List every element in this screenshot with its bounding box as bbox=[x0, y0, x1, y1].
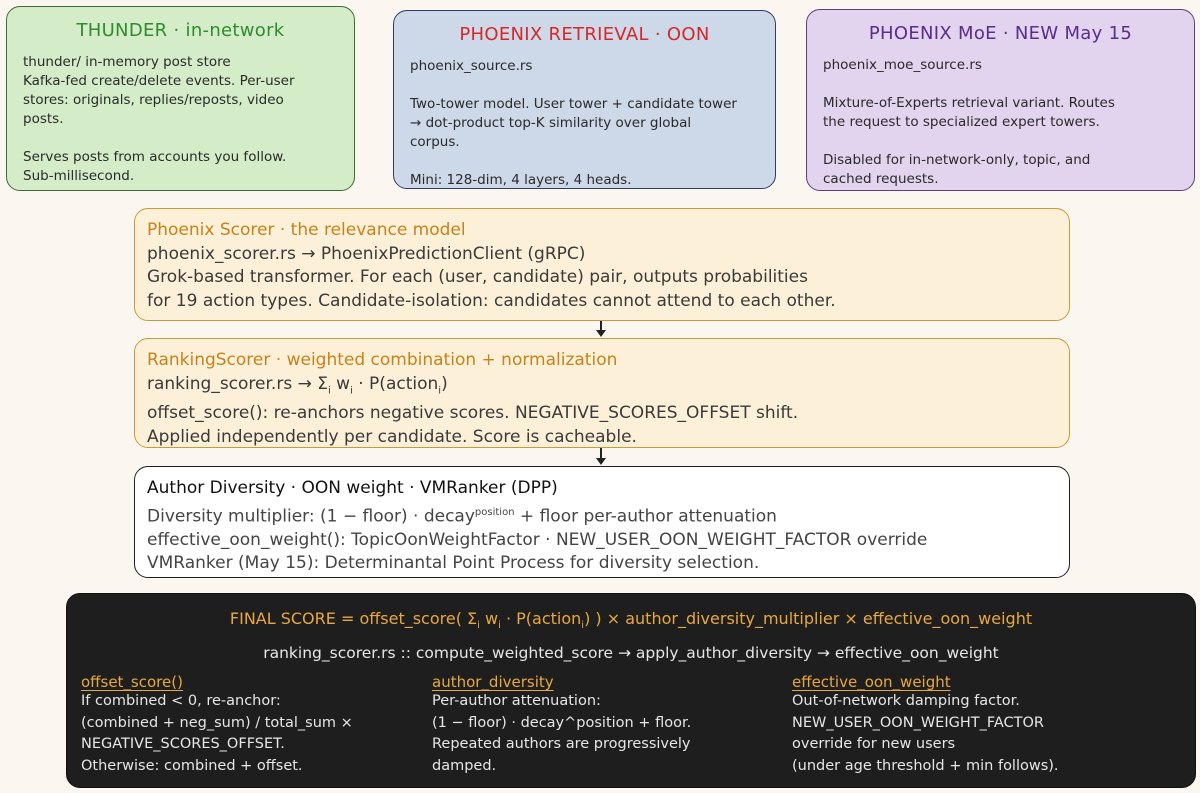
scorer-line: for 19 action types. Candidate-isolation… bbox=[147, 290, 836, 311]
moe-file: phoenix_moe_source.rs bbox=[823, 57, 982, 73]
column-heading: offset_score() bbox=[81, 673, 183, 691]
phoenix-mini: Mini: 128-dim, 4 layers, 4 heads. bbox=[410, 172, 632, 188]
effective-oon-weight-column: effective_oon_weight Out-of-network damp… bbox=[792, 674, 1172, 777]
ranking-formula: ranking_scorer.rs → Σi wi · P(actioni) bbox=[147, 373, 448, 396]
flow-arrow bbox=[596, 321, 606, 337]
column-line: NEW_USER_OON_WEIGHT_FACTOR bbox=[792, 714, 1044, 731]
diversity-line: effective_oon_weight(): TopicOonWeightFa… bbox=[147, 529, 928, 550]
offset-score-column: offset_score() If combined < 0, re-ancho… bbox=[81, 674, 411, 777]
phoenix-scorer-title: Phoenix Scorer · the relevance model bbox=[147, 220, 466, 240]
moe-line: cached requests. bbox=[823, 171, 939, 187]
final-score-formula: FINAL SCORE = offset_score( Σi wi · P(ac… bbox=[229, 609, 1033, 632]
phoenix-line: → dot-product top-K similarity over glob… bbox=[410, 115, 692, 131]
column-heading: author_diversity bbox=[432, 673, 554, 691]
thunder-line: posts. bbox=[23, 111, 64, 127]
author-diversity-title: Author Diversity · OON weight · VMRanker… bbox=[147, 478, 558, 498]
thunder-box: THUNDER · in-network thunder/ in-memory … bbox=[6, 6, 355, 191]
author-diversity-box: Author Diversity · OON weight · VMRanker… bbox=[134, 466, 1070, 578]
phoenix-moe-box: PHOENIX MoE · NEW May 15 phoenix_moe_sou… bbox=[806, 9, 1195, 191]
phoenix-line: corpus. bbox=[410, 134, 460, 150]
column-line: Out-of-network damping factor. bbox=[792, 693, 1020, 709]
phoenix-file: phoenix_source.rs bbox=[410, 58, 533, 74]
ranking-line: Applied independently per candidate. Sco… bbox=[147, 426, 637, 447]
flow-arrow bbox=[596, 448, 606, 465]
ranking-scorer-title: RankingScorer · weighted combination + n… bbox=[147, 350, 618, 370]
final-score-box: FINAL SCORE = offset_score( Σi wi · P(ac… bbox=[66, 593, 1196, 788]
thunder-line: Serves posts from accounts you follow. bbox=[23, 149, 287, 165]
author-diversity-column: author_diversity Per-author attenuation:… bbox=[432, 674, 752, 777]
thunder-line: Kafka-fed create/delete events. Per-user bbox=[23, 73, 295, 89]
column-line: NEGATIVE_SCORES_OFFSET. bbox=[81, 736, 285, 752]
column-line: Otherwise: combined + offset. bbox=[81, 757, 303, 774]
column-line: Per-author attenuation: bbox=[432, 693, 601, 709]
thunder-line: thunder/ in-memory post store bbox=[23, 54, 231, 70]
phoenix-retrieval-box: PHOENIX RETRIEVAL · OON phoenix_source.r… bbox=[393, 10, 776, 189]
moe-line: the request to specialized expert towers… bbox=[823, 114, 1100, 130]
column-line: (combined + neg_sum) / total_sum × bbox=[81, 714, 353, 731]
phoenix-retrieval-title: PHOENIX RETRIEVAL · OON bbox=[459, 24, 710, 45]
phoenix-line: Two-tower model. User tower + candidate … bbox=[410, 96, 737, 112]
column-line: damped. bbox=[432, 757, 497, 774]
ranking-line: offset_score(): re-anchors negative scor… bbox=[147, 403, 799, 424]
thunder-line: stores: originals, replies/reposts, vide… bbox=[23, 92, 284, 108]
column-line: (1 − floor) · decay^position + floor. bbox=[432, 714, 692, 731]
column-line: (under age threshold + min follows). bbox=[792, 757, 1059, 774]
moe-line: Mixture-of-Experts retrieval variant. Ro… bbox=[823, 95, 1115, 111]
phoenix-moe-title: PHOENIX MoE · NEW May 15 bbox=[868, 23, 1133, 44]
column-line: override for new users bbox=[792, 736, 956, 752]
scorer-line: Grok-based transformer. For each (user, … bbox=[147, 267, 808, 287]
thunder-line: Sub-millisecond. bbox=[23, 168, 135, 184]
column-line: Repeated authors are progressively bbox=[432, 736, 691, 752]
thunder-title: THUNDER · in-network bbox=[76, 20, 285, 41]
column-heading: effective_oon_weight bbox=[792, 673, 951, 691]
diversity-multiplier: Diversity multiplier: (1 − floor) · deca… bbox=[147, 506, 777, 527]
diversity-line: VMRanker (May 15): Determinantal Point P… bbox=[147, 553, 760, 574]
phoenix-scorer-box: Phoenix Scorer · the relevance model pho… bbox=[134, 208, 1070, 321]
column-line: If combined < 0, re-anchor: bbox=[81, 693, 281, 709]
ranking-scorer-box: RankingScorer · weighted combination + n… bbox=[134, 338, 1070, 448]
final-pipeline: ranking_scorer.rs :: compute_weighted_sc… bbox=[263, 644, 999, 662]
scorer-line: phoenix_scorer.rs → PhoenixPredictionCli… bbox=[147, 243, 586, 264]
moe-line: Disabled for in-network-only, topic, and bbox=[823, 152, 1091, 168]
